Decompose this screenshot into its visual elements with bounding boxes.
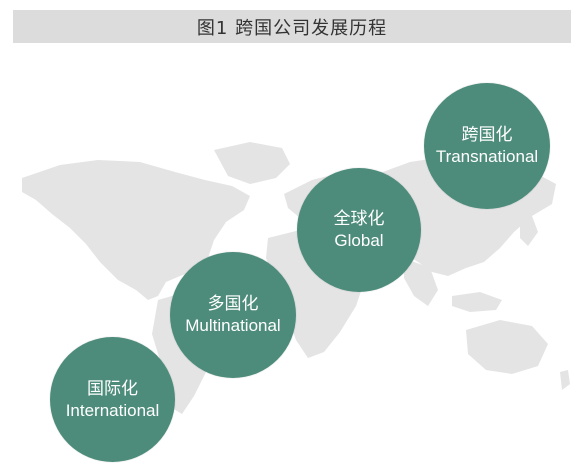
- figure-title: 图1 跨国公司发展历程: [196, 17, 388, 39]
- stage-international-circle: 国际化 International: [50, 337, 175, 462]
- stage-transnational-circle: 跨国化 Transnational: [424, 83, 550, 209]
- stage-international-en: International: [65, 400, 160, 420]
- stage-multinational-en: Multinational: [185, 316, 281, 335]
- stage-multinational-circle: 多国化 Multinational: [170, 252, 296, 378]
- stage-international-cn: 国际化: [87, 378, 138, 399]
- indonesia-shape: [452, 292, 502, 312]
- stage-multinational-cn: 多国化: [207, 294, 259, 314]
- stage-global-cn: 全球化: [333, 209, 385, 229]
- japan-shape: [520, 216, 538, 246]
- stage-transnational-cn: 跨国化: [461, 125, 513, 145]
- stage-global-circle: 全球化 Global: [297, 168, 421, 292]
- stage-transnational-en: Transnational: [435, 147, 539, 166]
- new-zealand-shape: [560, 370, 570, 390]
- australia-shape: [466, 320, 548, 374]
- greenland-shape: [214, 142, 290, 184]
- stage-global-en: Global: [334, 231, 384, 250]
- title-bar: 图1 跨国公司发展历程: [13, 10, 571, 43]
- india-shape: [404, 258, 438, 306]
